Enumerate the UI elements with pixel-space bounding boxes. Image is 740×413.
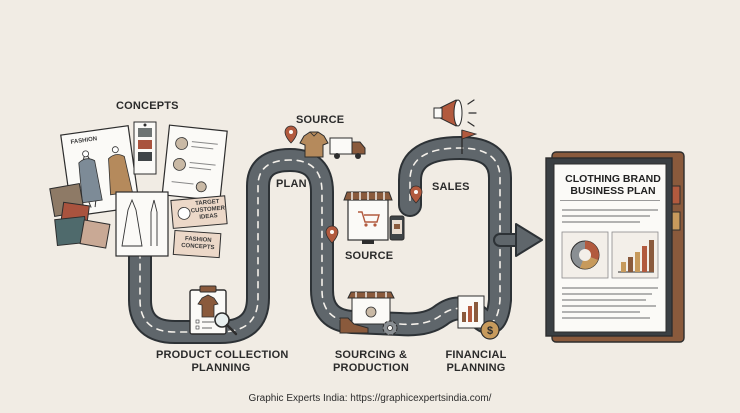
label-financial-planning: FINANCIAL PLANNING bbox=[440, 349, 512, 375]
label-concepts: CONCEPTS bbox=[116, 100, 179, 112]
svg-text:$: $ bbox=[487, 325, 493, 337]
label-plan: PLAN bbox=[276, 178, 307, 190]
location-pin-icon bbox=[284, 125, 298, 144]
bar-chart-icon bbox=[457, 295, 485, 329]
title-line: BUSINESS PLAN bbox=[570, 185, 656, 197]
label-product-collection-planning: PRODUCT COLLECTION PLANNING bbox=[156, 349, 289, 375]
flag-icon bbox=[461, 129, 478, 154]
shoe-icon bbox=[339, 317, 369, 334]
magnifier-icon bbox=[214, 312, 238, 336]
gear-icon bbox=[382, 320, 398, 336]
label-line: PLANNING bbox=[191, 362, 251, 374]
label-line: SOURCING & bbox=[334, 349, 408, 361]
label-sourcing-production: SOURCING & PRODUCTION bbox=[330, 349, 412, 375]
title-line: CLOTHING BRAND bbox=[565, 173, 661, 185]
location-pin-icon bbox=[409, 185, 423, 204]
storefront-icon bbox=[343, 191, 393, 244]
label-line: PLANNING bbox=[446, 362, 506, 374]
storefront-icon bbox=[347, 291, 395, 325]
shirt-icon bbox=[299, 131, 329, 158]
bar-chart-icon bbox=[618, 240, 654, 273]
label-sales: SALES bbox=[432, 181, 470, 193]
location-pin-icon bbox=[325, 225, 339, 244]
phone-cart-icon bbox=[389, 215, 405, 241]
label-source-top: SOURCE bbox=[296, 114, 345, 126]
arrow-icon bbox=[515, 223, 543, 257]
label-source-mid: SOURCE bbox=[345, 250, 394, 262]
business-plan-title: CLOTHING BRAND BUSINESS PLAN bbox=[560, 173, 666, 197]
coin-icon: $ bbox=[480, 320, 500, 340]
card-target-customer-ideas: TARGET CUSTOMER IDEAS bbox=[189, 198, 227, 222]
label-line: PRODUCTION bbox=[333, 362, 409, 374]
label-line: PRODUCT COLLECTION bbox=[156, 349, 289, 361]
card-fashion-concepts: FASHION CONCEPTS bbox=[176, 235, 221, 252]
delivery-truck-icon bbox=[329, 137, 366, 159]
label-line: FINANCIAL bbox=[445, 349, 507, 361]
pie-chart-icon bbox=[570, 240, 600, 270]
footer-credit: Graphic Experts India: https://graphicex… bbox=[248, 393, 492, 404]
concepts-collage bbox=[49, 121, 228, 259]
megaphone-icon bbox=[433, 99, 477, 127]
